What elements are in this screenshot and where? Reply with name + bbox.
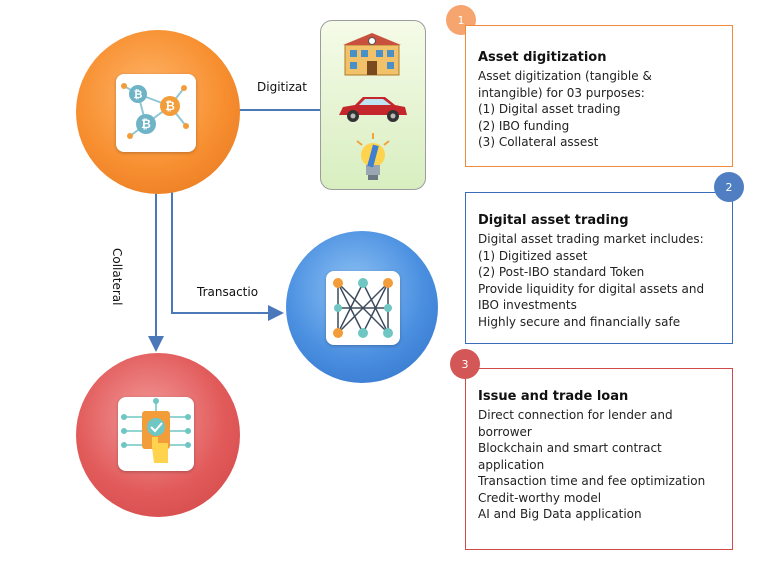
panel-line: Digital asset trading market includes: <box>478 232 704 246</box>
panel-title: Issue and trade loan <box>478 389 629 404</box>
panel-line: (1) Digitized asset <box>478 248 588 263</box>
panel-line: (2) IBO funding <box>478 118 570 133</box>
lightbulb-icon <box>356 133 390 180</box>
collateral-label: Collateral <box>110 248 124 306</box>
trading-network-icon <box>326 271 400 345</box>
panel-line: Provide liquidity for digital assets and <box>478 281 705 296</box>
asset-digitization-panel: Asset digitization Asset digitization (t… <box>465 25 733 167</box>
digitize-label: Digitizat <box>257 80 307 94</box>
issue-trade-loan-panel: Issue and trade loan Direct connection f… <box>465 368 733 550</box>
assets-box <box>320 20 426 190</box>
digital-asset-trading-panel: Digital asset trading Digital asset trad… <box>465 192 733 344</box>
panel-line: intangible) for 03 purposes: <box>478 85 645 100</box>
panel-title: Asset digitization <box>478 50 607 65</box>
badge-3: 3 <box>450 349 480 379</box>
car-icon <box>339 97 407 122</box>
asset-digitization-circle: ₿ ₿ ₿ <box>76 30 240 194</box>
panel-line: Blockchain and smart contract applicatio… <box>478 441 662 472</box>
panel-title: Digital asset trading <box>478 213 629 228</box>
building-icon <box>343 33 401 76</box>
panel-line: (1) Digital asset trading <box>478 102 621 116</box>
transaction-connector <box>171 190 284 321</box>
transaction-label: Transactio <box>197 285 259 299</box>
digital-trading-circle <box>286 231 438 383</box>
panel-line: (2) Post-IBO standard Token <box>478 265 645 279</box>
issue-loan-circle <box>76 353 240 517</box>
panel-line: Direct connection for lender and borrowe… <box>478 408 673 439</box>
panel-line: Highly secure and financially safe <box>478 314 681 329</box>
panel-line: AI and Big Data application <box>478 507 642 521</box>
svg-text:₿: ₿ <box>141 117 151 131</box>
svg-text:₿: ₿ <box>134 88 143 101</box>
panel-line: (3) Collateral assest <box>478 135 599 149</box>
bitcoin-network-icon: ₿ ₿ ₿ <box>116 74 196 152</box>
svg-text:₿: ₿ <box>165 99 175 113</box>
panel-line: Asset digitization (tangible & <box>478 69 652 83</box>
panel-line: IBO investments <box>478 298 577 312</box>
panel-line: Transaction time and fee optimization <box>478 474 706 488</box>
badge-2: 2 <box>714 172 744 202</box>
smart-contract-icon <box>118 397 194 471</box>
panel-line: Credit-worthy model <box>478 490 602 505</box>
